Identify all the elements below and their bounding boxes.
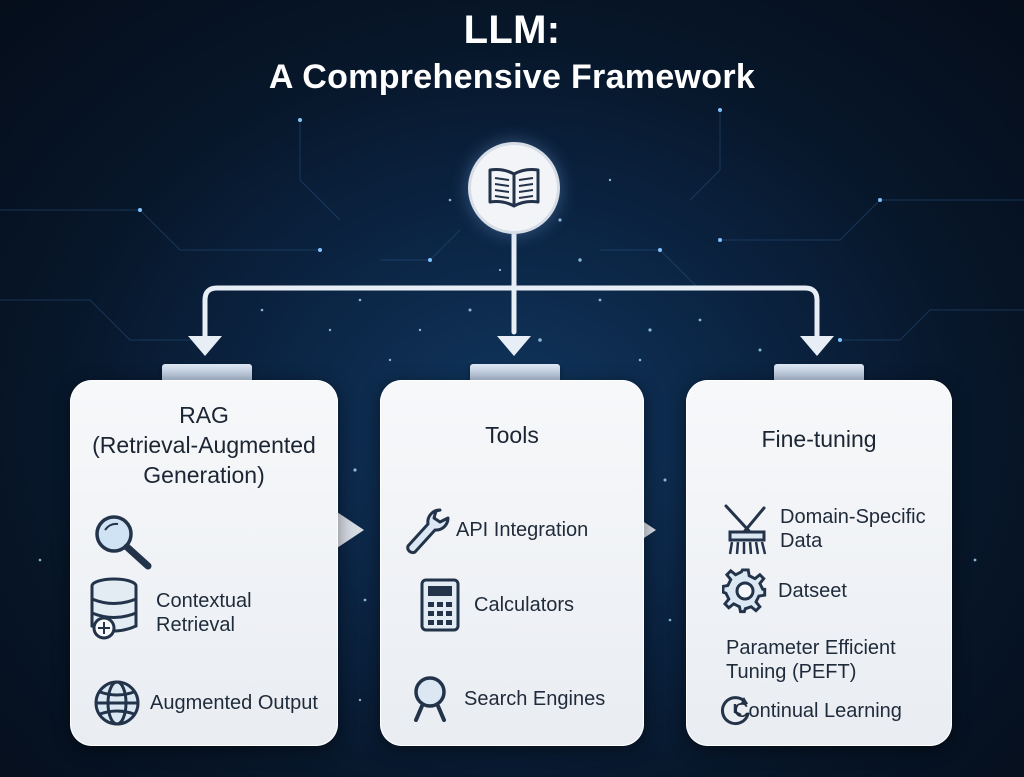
ft-item-datseet: Datseet (722, 568, 847, 614)
magnifier-icon (90, 510, 154, 570)
datseet-label: Datseet (778, 580, 847, 602)
wrench-icon (402, 504, 450, 556)
domain-specific-line2: Data (780, 530, 823, 552)
tools-card-title: Tools (485, 422, 539, 448)
refresh-clock-icon (718, 694, 752, 728)
page-title-line1: LLM: (463, 8, 561, 52)
finetuning-card-title: Fine-tuning (761, 426, 877, 452)
arrow-down-ft (800, 336, 834, 356)
ft-item-continual-learning: Continual Learning (718, 694, 902, 728)
finetuning-card: Fine-tuning Domain-Specific Data (686, 380, 952, 746)
ft-item-domain-specific-data: Domain-Specific Data (720, 502, 926, 556)
rag-title-line2: (Retrieval-Augmented (92, 432, 316, 458)
open-book-icon (488, 168, 540, 208)
rag-title-line1: RAG (179, 402, 229, 428)
ft-item-peft: Parameter Efficient Tuning (PEFT) (726, 636, 896, 684)
api-integration-label: API Integration (456, 519, 589, 541)
augmented-output-label: Augmented Output (150, 692, 318, 714)
peft-line2: Tuning (PEFT) (726, 661, 857, 683)
peft-line1: Parameter Efficient (726, 637, 896, 659)
tools-card: Tools API Integration Calculators (380, 380, 644, 746)
contextual-retrieval-line2: Retrieval (156, 614, 235, 636)
rag-item-augmented-output: Augmented Output (92, 678, 318, 728)
search-engine-icon (410, 674, 456, 724)
globe-icon (92, 678, 142, 728)
rag-item-contextual-retrieval: Contextual Retrieval (80, 576, 252, 650)
llm-book-node (468, 142, 560, 234)
rag-title-line3: Generation) (143, 462, 265, 488)
database-icon (80, 576, 150, 650)
search-engines-label: Search Engines (464, 688, 606, 710)
rag-search-row (90, 510, 154, 570)
tools-item-calculators: Calculators (420, 578, 574, 632)
broom-icon (720, 502, 772, 556)
rag-card-title: RAG (Retrieval-Augmented Generation) (70, 400, 338, 490)
tools-item-api-integration: API Integration (402, 504, 588, 556)
arrow-down-rag (188, 336, 222, 356)
gear-icon (722, 568, 768, 614)
contextual-retrieval-line1: Contextual (156, 590, 252, 612)
arrow-down-tools (497, 336, 531, 356)
tools-item-search-engines: Search Engines (410, 674, 605, 724)
calculator-icon (420, 578, 460, 632)
calculators-label: Calculators (474, 594, 575, 616)
rag-card: RAG (Retrieval-Augmented Generation) (70, 380, 338, 746)
page-title-line2: A Comprehensive Framework (268, 58, 756, 96)
domain-specific-line1: Domain-Specific (780, 506, 926, 528)
continual-learning-label: Continual Learning (734, 700, 902, 722)
